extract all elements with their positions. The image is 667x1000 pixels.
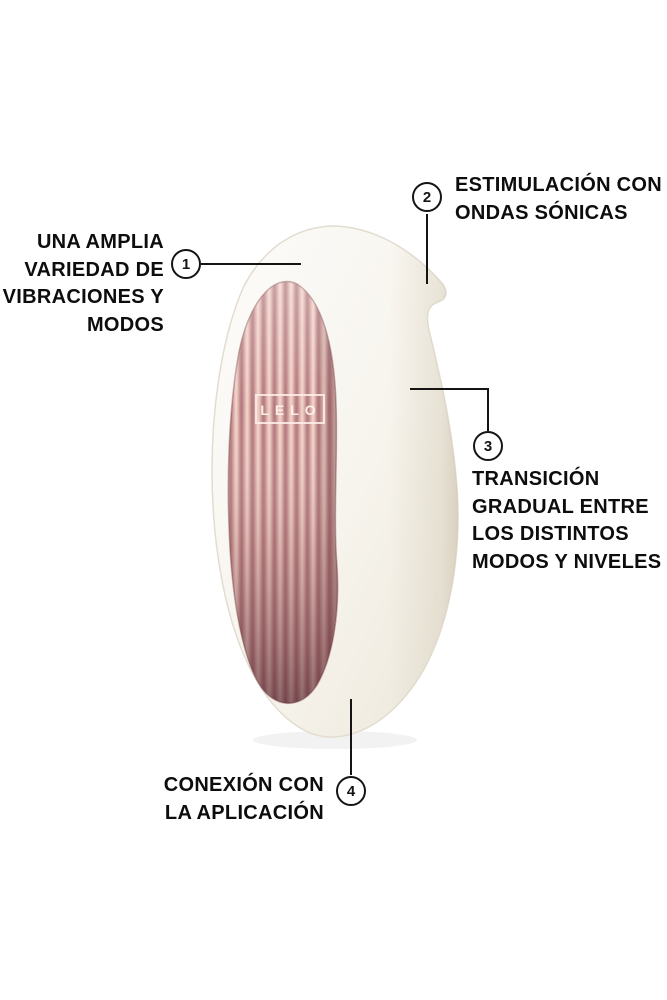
device-shell [211, 225, 459, 738]
callout-4-line-1: CONEXIÓN CON [163, 774, 324, 796]
callout-1-number-badge: 1 [171, 249, 201, 279]
callout-1-line-4: MODOS [86, 313, 164, 336]
callout-4-text: CONEXIÓN CON LA APLICACIÓN [144, 772, 324, 827]
callout-2-text: ESTIMULACIÓN CON ONDAS SÓNICAS [455, 172, 662, 227]
svg-text:LELO: LELO [260, 402, 321, 418]
callout-1-line-1: UNA AMPLIA [36, 231, 164, 253]
callout-2-connector [426, 214, 428, 284]
callout-1-number: 1 [181, 255, 191, 273]
callout-2-number-badge: 2 [412, 182, 442, 212]
callout-1-connector [201, 263, 301, 265]
callout-3-number-badge: 3 [473, 431, 503, 461]
callout-4-number: 4 [346, 782, 356, 800]
callout-2-line-1: ESTIMULACIÓN CON [455, 174, 663, 196]
device-shadow [253, 731, 417, 749]
callout-3-number: 3 [483, 437, 493, 455]
callout-4-line-2: LA APLICACIÓN [164, 801, 324, 824]
callout-2-line-2: ONDAS SÓNICAS [455, 201, 628, 224]
callout-3-line-4: MODOS Y NIVELES [472, 550, 662, 573]
device-rose-face: LELO [227, 281, 339, 705]
callout-2-number: 2 [422, 188, 432, 206]
callout-3-line-1: TRANSICIÓN [472, 468, 600, 490]
callout-3-text: TRANSICIÓN GRADUAL ENTRE LOS DISTINTOS M… [472, 466, 661, 576]
callout-1-line-3: VIBRACIONES Y [2, 286, 164, 308]
callout-3-line-2: GRADUAL ENTRE [472, 495, 649, 518]
callout-3-connector-horizontal [410, 388, 488, 390]
callout-1-line-2: VARIEDAD DE [24, 258, 164, 281]
callout-3-connector-vertical [487, 388, 489, 431]
callout-4-connector [350, 699, 352, 775]
device-shell-shading [212, 226, 458, 738]
callout-1-text: UNA AMPLIA VARIEDAD DE VIBRACIONES Y MOD… [0, 229, 164, 339]
callout-3-line-3: LOS DISTINTOS [472, 523, 629, 545]
brand-logo: LELO [255, 394, 325, 424]
callout-4-number-badge: 4 [336, 776, 366, 806]
